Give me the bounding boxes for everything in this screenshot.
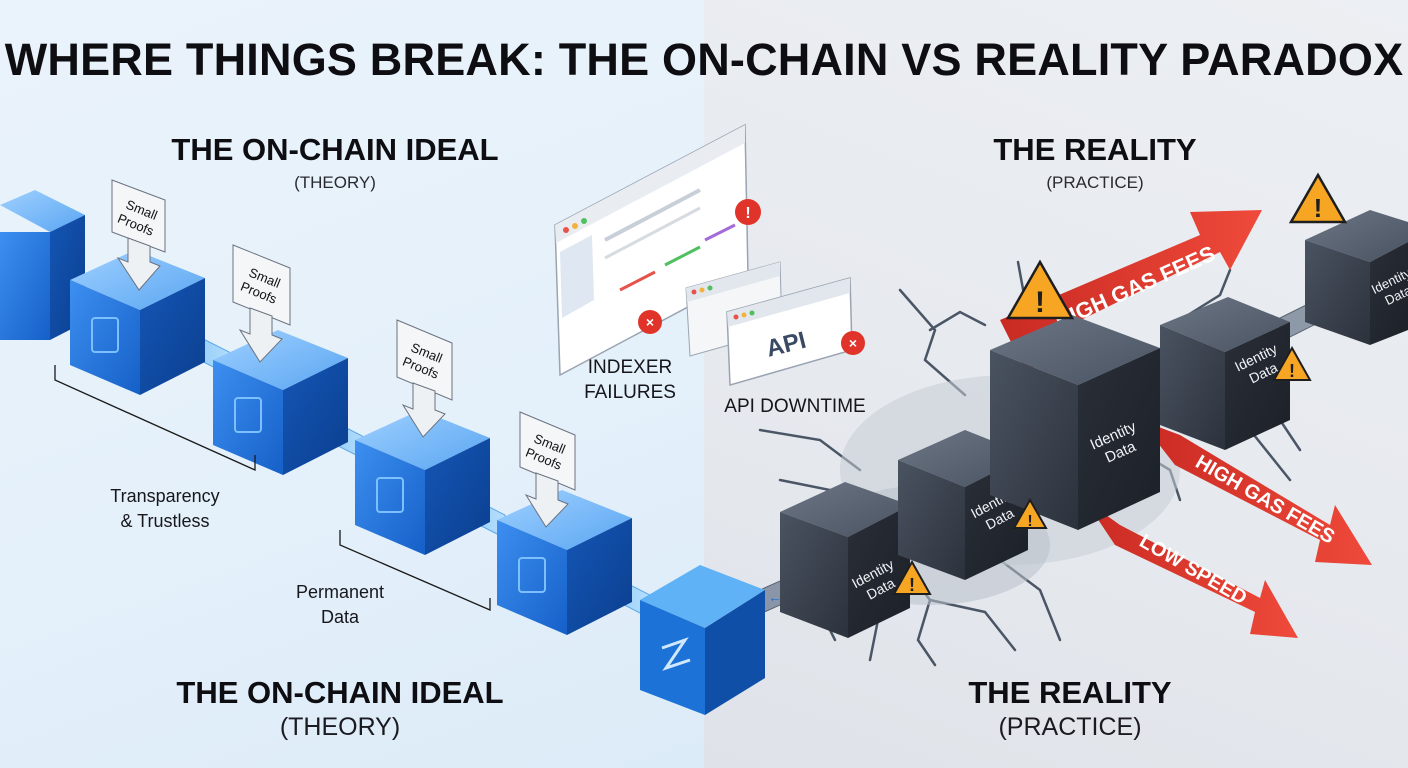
svg-text:×: ×: [849, 335, 857, 351]
blue-block: [213, 330, 348, 475]
api-window: ×: [685, 261, 865, 386]
transparency-annotation: Transparency & Trustless: [110, 486, 220, 531]
theory-subheading-bottom: (THEORY): [279, 713, 401, 741]
blue-block: [355, 410, 490, 555]
small-proof-sign: [519, 411, 576, 528]
permanent-annotation: Permanent Data: [295, 582, 385, 627]
small-proof-sign: [111, 179, 166, 291]
permanent-bracket: [339, 530, 491, 611]
close-icon: [638, 310, 662, 334]
svg-text:!: !: [1314, 193, 1323, 223]
warning-icon: !: [1012, 497, 1048, 530]
transparency-bracket: [54, 365, 256, 472]
svg-text:←: ←: [768, 589, 782, 605]
document-icon: [376, 477, 404, 513]
blue-block: [497, 490, 632, 635]
document-icon: [91, 317, 119, 353]
indexer-window: ! ×: [554, 123, 761, 377]
identity-block: IdentityData: [780, 482, 910, 638]
theory-heading-bottom: THE ON-CHAIN IDEAL: [176, 675, 504, 710]
indexer-failures-label: INDEXER FAILURES: [584, 357, 676, 403]
identity-block-large: IdentityData: [990, 315, 1160, 530]
theory-heading: THE ON-CHAIN IDEAL: [171, 132, 499, 167]
api-downtime-label: API DOWNTIME: [724, 396, 866, 417]
warning-icon: !: [892, 559, 932, 595]
svg-text:!: !: [1035, 286, 1045, 319]
svg-text:×: ×: [646, 314, 654, 330]
document-icon: [518, 557, 546, 593]
close-icon: [841, 331, 865, 355]
main-title: WHERE THINGS BREAK: THE ON-CHAIN VS REAL…: [4, 34, 1404, 85]
svg-text:!: !: [745, 205, 750, 222]
swap-icon: [661, 637, 691, 671]
warning-icon: !: [1272, 345, 1312, 381]
theory-subheading: (THEORY): [294, 173, 376, 192]
svg-text:!: !: [1027, 513, 1032, 530]
error-icon: [735, 199, 761, 225]
identity-block: IdentityData: [1160, 297, 1290, 450]
svg-text:!: !: [909, 575, 915, 595]
small-proof-sign: [232, 244, 291, 363]
arrow-label: LOW SPEED: [1136, 530, 1251, 609]
svg-text:!: !: [1289, 361, 1295, 381]
warning-icon: !: [1005, 259, 1075, 320]
arrow-label: HIGH GAS FEES: [1192, 451, 1339, 548]
document-icon: [234, 397, 262, 433]
practice-subheading-bottom: (PRACTICE): [998, 713, 1142, 741]
practice-subheading: (PRACTICE): [1046, 173, 1144, 192]
practice-heading-bottom: THE REALITY: [968, 675, 1172, 710]
practice-heading: THE REALITY: [993, 132, 1197, 167]
bridge-block: [640, 565, 765, 715]
small-proof-sign: [396, 319, 453, 438]
identity-block: IdentityData: [1305, 210, 1408, 345]
warning-icon: !: [1288, 172, 1348, 224]
